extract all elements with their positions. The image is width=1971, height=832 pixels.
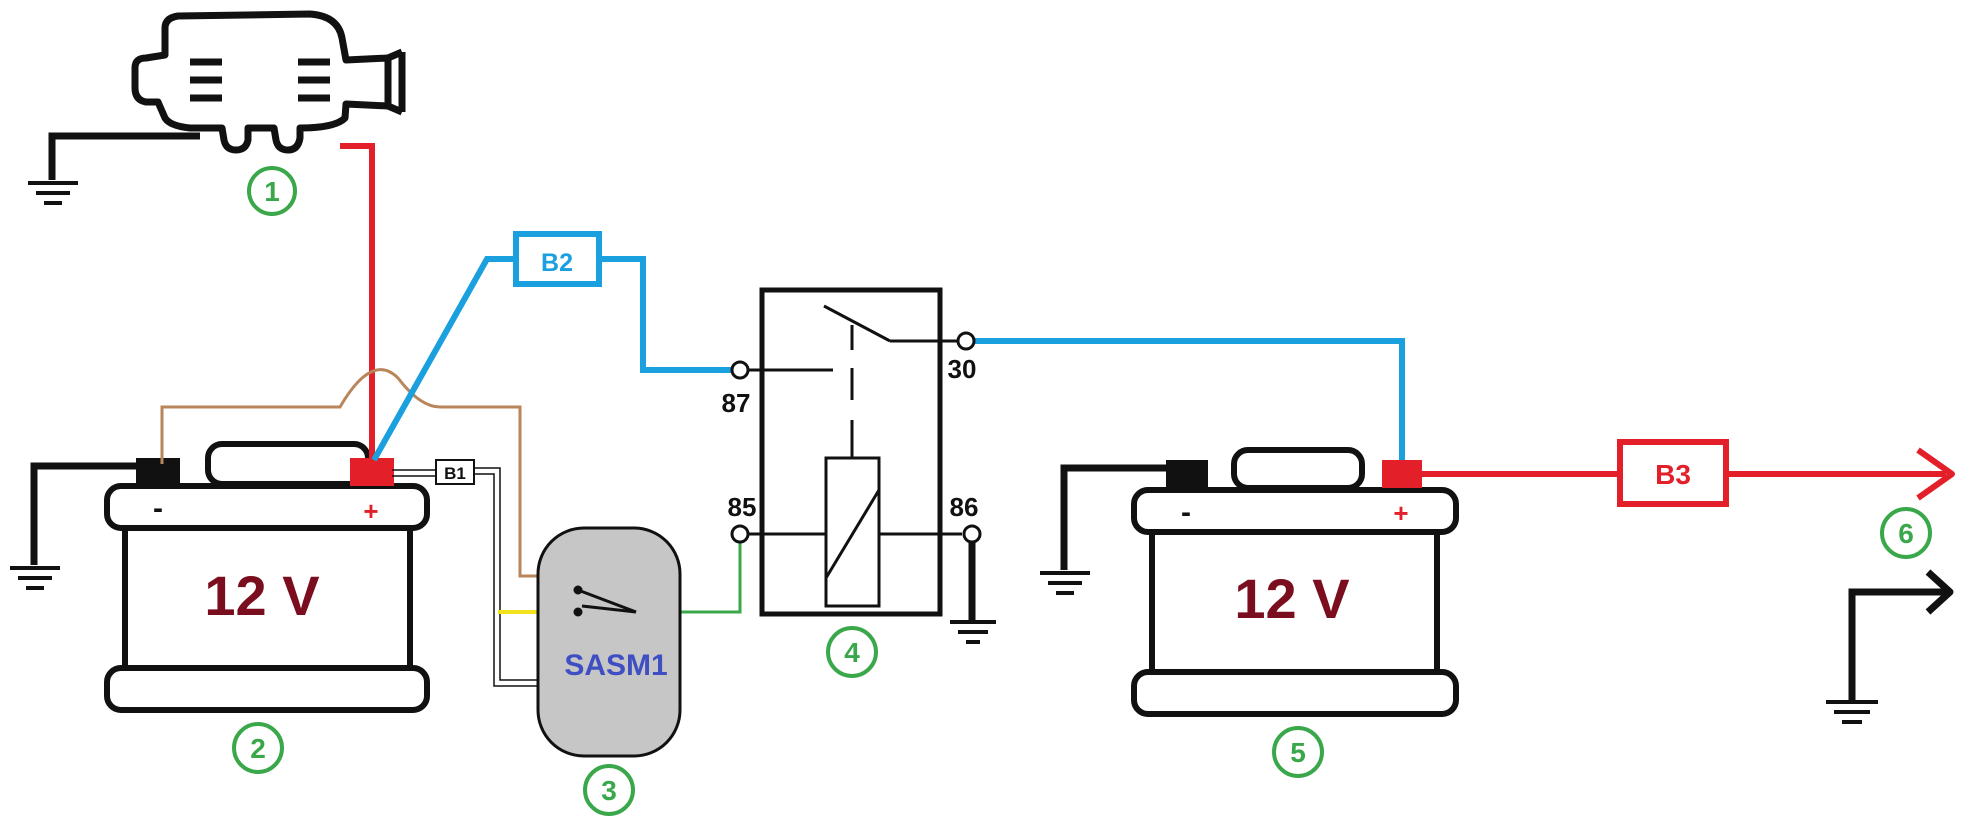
relay-pin-87-label: 87	[722, 388, 751, 418]
relay-pin-85	[730, 524, 750, 544]
wire-battery-to-b2	[371, 256, 516, 462]
wire-sense-brown	[160, 368, 538, 578]
ground-icon-3	[950, 620, 996, 644]
battery-right-positive-terminal	[1382, 460, 1422, 488]
ground-return-arrow-icon	[1848, 588, 1948, 700]
callout-6-label: 6	[1898, 518, 1914, 549]
battery-right-negative-terminal	[1166, 460, 1208, 488]
relay-pin-86-label: 86	[950, 492, 979, 522]
callout-3-label: 3	[601, 775, 617, 806]
sasm1-switch	[573, 585, 637, 617]
relay-pin-30-label: 30	[948, 354, 977, 384]
battery-left-ground-wire	[30, 462, 138, 565]
callout-4: 4	[826, 626, 878, 678]
battery-right	[1131, 447, 1459, 717]
output-arrow-icon	[1916, 447, 1955, 501]
wire-b2-to-relay-87	[599, 256, 734, 373]
wire-relay-30-to-battery	[974, 338, 1405, 464]
callout-4-label: 4	[844, 637, 860, 668]
fuse-b2-label: B2	[541, 249, 573, 277]
alternator-ground-wire	[48, 132, 200, 180]
callout-2: 2	[232, 722, 284, 774]
sasm1-label: SASM1	[564, 649, 667, 682]
battery-right-plus-label: +	[1393, 498, 1408, 528]
battery-left-negative-terminal	[136, 458, 180, 486]
ground-icon-5	[1826, 700, 1878, 724]
ground-icon-1	[28, 181, 78, 205]
callout-5-label: 5	[1290, 737, 1306, 768]
battery-left-positive-terminal	[350, 458, 394, 486]
relay-internals	[740, 304, 962, 608]
callout-3: 3	[583, 764, 635, 816]
battery-left-plus-label: +	[363, 496, 378, 526]
relay-pin-86	[962, 524, 982, 544]
wire-alternator-to-battery	[340, 143, 375, 460]
fuse-b1-label: B1	[444, 464, 466, 483]
callout-6: 6	[1880, 507, 1932, 559]
callout-5: 5	[1272, 726, 1324, 778]
relay-pin-87	[730, 360, 750, 380]
fuse-b3-label: B3	[1655, 459, 1691, 490]
ground-icon-2	[10, 566, 60, 590]
callout-1-label: 1	[264, 176, 280, 207]
fuse-b2	[513, 231, 602, 287]
fuse-b1	[435, 459, 475, 485]
sasm1-module	[536, 526, 682, 758]
fuse-b3	[1617, 439, 1729, 507]
battery-left-voltage: 12 V	[204, 564, 319, 627]
wire-b1-double	[392, 467, 540, 687]
battery-right-ground-wire	[1060, 464, 1168, 570]
relay-pin-30	[956, 331, 976, 351]
relay-pin-85-label: 85	[728, 492, 757, 522]
ground-icon-4	[1040, 571, 1090, 595]
callout-1: 1	[247, 166, 297, 216]
battery-right-minus-label: -	[1181, 496, 1191, 529]
battery-right-voltage: 12 V	[1234, 567, 1349, 630]
ground-return-arrowhead-icon	[1925, 569, 1954, 615]
callout-2-label: 2	[250, 733, 266, 764]
battery-left-minus-label: -	[153, 492, 163, 525]
alternator	[131, 10, 406, 154]
battery-left	[104, 441, 430, 713]
